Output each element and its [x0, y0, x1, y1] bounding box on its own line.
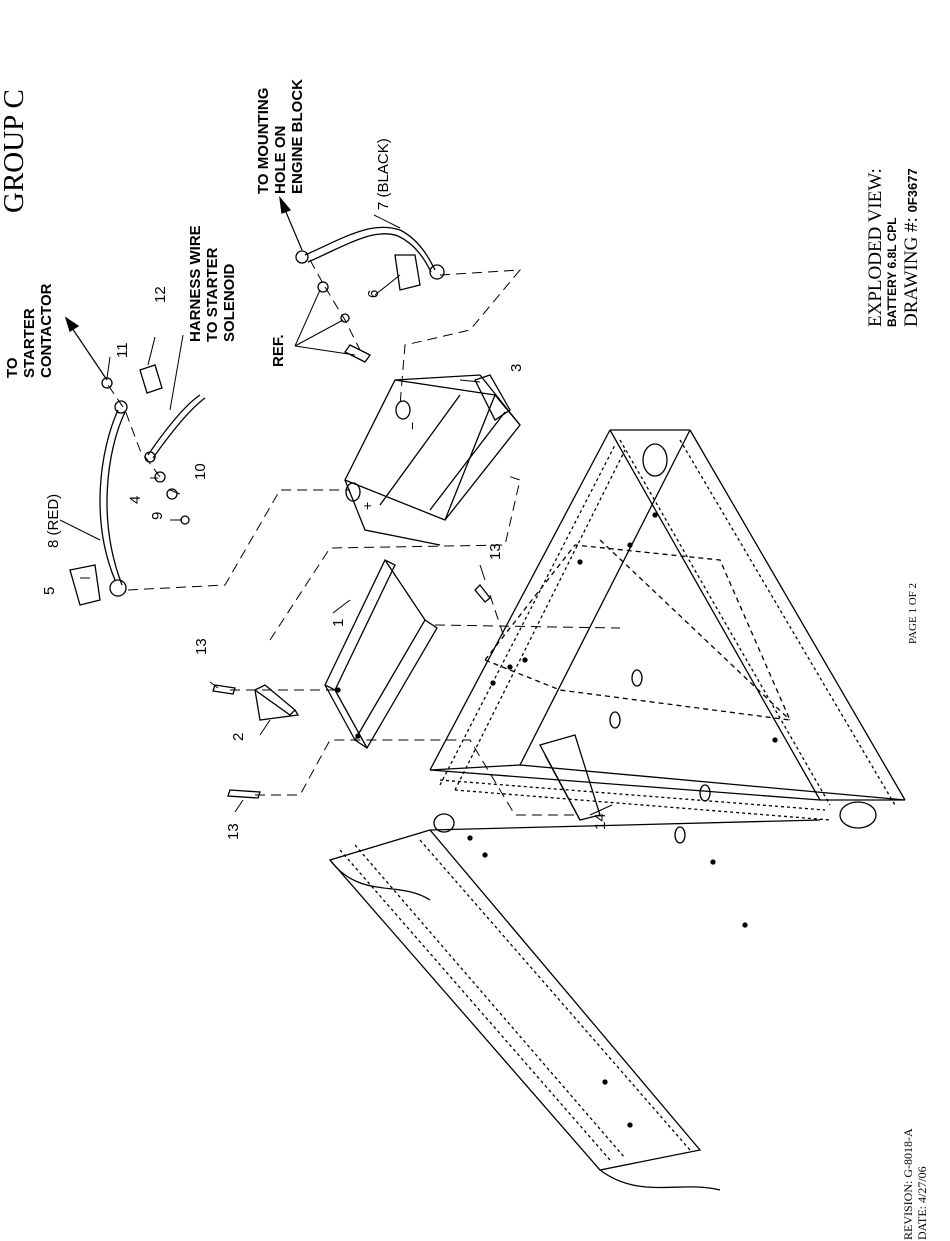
note-harness-wire: HARNESS WIRE TO STARTER SOLENOID — [187, 225, 238, 342]
date-label: DATE: 4/27/06 — [916, 1166, 928, 1240]
note-ref: REF. — [271, 334, 286, 367]
page-indicator: PAGE 1 OF 2 — [908, 583, 919, 644]
arrowhead — [280, 198, 290, 213]
hold-down-clamp-2 — [255, 685, 298, 720]
callout-7: 7 (BLACK) — [376, 138, 391, 210]
generator-frame — [330, 430, 905, 1190]
battery-3 — [345, 375, 520, 545]
view-title: EXPLODED VIEW: — [866, 168, 885, 327]
support-bracket-14 — [540, 735, 600, 820]
negative-terminal-mark: − — [405, 422, 419, 430]
drawing-number-row: DRAWING #: 0F3677 — [902, 168, 921, 327]
callout-12: 12 — [153, 286, 168, 303]
harness-wire — [145, 395, 205, 462]
callout-3: 3 — [509, 364, 524, 372]
callout-8: 8 (RED) — [46, 494, 61, 548]
callout-14: 14 — [593, 813, 608, 830]
direction-arrows — [70, 205, 302, 380]
battery-tray-1 — [325, 560, 437, 748]
small-hardware — [102, 282, 490, 798]
callout-4: 4 — [128, 496, 143, 504]
callout-13-bottom: 13 — [226, 823, 241, 840]
note-starter-contactor: TO STARTER CONTACTOR — [4, 284, 55, 378]
group-label: GROUP C — [0, 89, 29, 213]
positive-cable-8 — [70, 401, 127, 605]
assembly-leader-lines — [108, 260, 620, 815]
arrowhead — [66, 318, 78, 331]
callout-1: 1 — [331, 619, 346, 627]
positive-terminal-mark: + — [360, 502, 374, 510]
callout-2: 2 — [231, 733, 246, 741]
note-mounting-hole: TO MOUNTING HOLE ON ENGINE BLOCK — [255, 79, 306, 194]
drawing-subtitle: BATTERY 6.8L CPL — [886, 217, 898, 327]
callout-13-top: 13 — [194, 638, 209, 655]
callout-9: 9 — [150, 512, 165, 520]
drawing-number: 0F3677 — [905, 168, 920, 212]
callout-11: 11 — [115, 342, 130, 358]
callout-6: 6 — [366, 290, 381, 298]
revision-label: REVISION: G-8018-A — [902, 1128, 914, 1240]
drawing-number-label: DRAWING #: — [901, 217, 922, 327]
callout-5: 5 — [42, 587, 57, 595]
negative-cable-7 — [296, 227, 444, 290]
callout-13-right: 13 — [488, 543, 503, 560]
callout-10: 10 — [193, 463, 208, 480]
